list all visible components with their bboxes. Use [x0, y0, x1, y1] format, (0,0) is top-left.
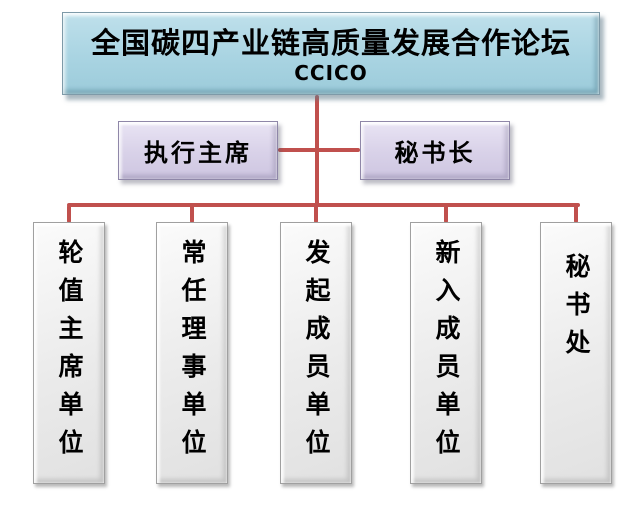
forum-subtitle: CCICO	[294, 60, 368, 85]
founding-member-unit-label: 发起成员单位	[302, 239, 331, 467]
standing-director-unit-label: 常任理事单位	[178, 239, 207, 467]
node-standing-director-unit: 常任理事单位	[156, 222, 228, 484]
new-member-unit-label: 新入成员单位	[432, 239, 461, 467]
secretary-general-label: 秘书长	[394, 139, 476, 167]
rotating-chairman-unit-label: 轮值主席单位	[55, 239, 84, 467]
forum-title: 全国碳四产业链高质量发展合作论坛	[90, 25, 571, 60]
node-new-member-unit: 新入成员单位	[410, 222, 482, 484]
connector-executives-horizontal	[278, 148, 360, 152]
node-executive-chairman: 执行主席	[118, 121, 278, 180]
secretariat-label: 秘书处	[562, 253, 591, 367]
connector-stub-column-1	[67, 205, 71, 223]
connector-stub-column-2	[190, 205, 194, 223]
node-secretary-general: 秘书长	[360, 121, 510, 180]
connector-stub-column-3	[314, 205, 318, 223]
connector-stub-column-4	[444, 205, 448, 223]
node-rotating-chairman-unit: 轮值主席单位	[33, 222, 105, 484]
node-forum-root: 全国碳四产业链高质量发展合作论坛 CCICO	[62, 12, 600, 95]
connector-bus-horizontal	[67, 203, 580, 207]
node-secretariat: 秘书处	[540, 222, 612, 484]
executive-chairman-label: 执行主席	[144, 139, 252, 167]
node-founding-member-unit: 发起成员单位	[280, 222, 352, 484]
connector-stub-column-5	[574, 205, 578, 223]
